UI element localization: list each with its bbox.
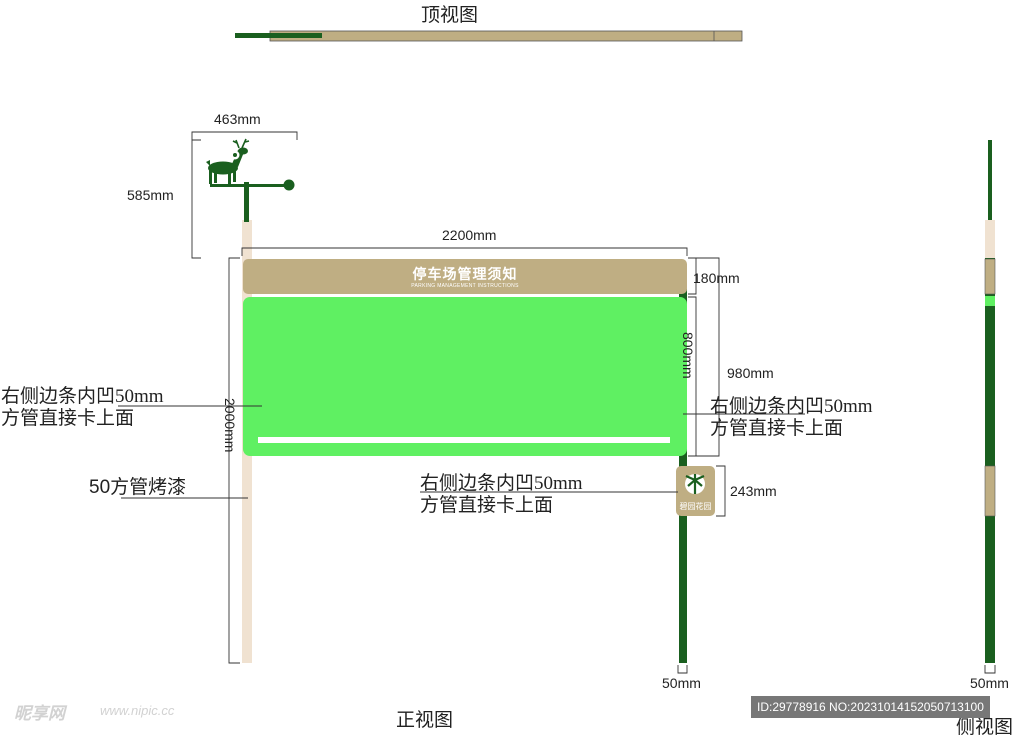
banner-title-en: PARKING MANAGEMENT INSTRUCTIONS — [411, 283, 519, 289]
dim-flag-width: 463mm — [214, 111, 261, 127]
note-right: 右侧边条内凹50mm 方管直接卡上面 — [710, 396, 873, 440]
front-view-title: 正视图 — [396, 710, 454, 731]
dim-panel-height: 800mm — [680, 332, 696, 417]
dim-post-width-side: 50mm — [970, 675, 1009, 691]
dim-post-width-front: 50mm — [662, 675, 701, 691]
flag-arm — [210, 184, 287, 192]
side-logo-edge — [984, 465, 996, 517]
side-panel-edge — [985, 296, 995, 306]
note-post-paint: 50方管烤漆 — [89, 477, 187, 498]
top-view-green-post — [235, 33, 322, 38]
note-left: 右侧边条内凹50mm 方管直接卡上面 — [1, 386, 164, 430]
banner-title-cn: 停车场管理须知 — [412, 266, 518, 282]
dim-panel-height-text: 800mm — [680, 332, 696, 379]
flag-pole — [244, 182, 249, 222]
side-view-drawing — [984, 140, 996, 663]
green-panel — [243, 297, 687, 456]
logo-text: 碧园花园 — [679, 502, 712, 511]
flag-ball — [283, 179, 295, 191]
palm-logo-icon — [685, 474, 705, 494]
banner-board — [243, 259, 687, 294]
dim-flag-height: 585mm — [127, 187, 174, 203]
panel-white-strip — [258, 437, 670, 443]
dim-logo-height: 243mm — [730, 483, 777, 499]
dimension-lines — [118, 131, 996, 674]
note-left-line2: 方管直接卡上面 — [1, 408, 135, 429]
side-banner-edge — [984, 258, 996, 295]
dim-post-height: 2000mm — [222, 398, 238, 454]
note-right-line2: 方管直接卡上面 — [710, 418, 844, 439]
top-view-drawing — [235, 30, 743, 42]
dim-post-height-text: 2000mm — [222, 398, 238, 453]
side-green-post — [985, 258, 995, 663]
note-mid-line1: 右侧边条内凹50mm — [420, 473, 583, 494]
side-pole-top — [988, 140, 992, 222]
dim-banner-height: 180mm — [693, 270, 740, 286]
side-cream-section — [985, 220, 995, 260]
dim-board-total: 980mm — [727, 365, 774, 381]
front-view-drawing — [206, 138, 715, 663]
note-mid: 右侧边条内凹50mm 方管直接卡上面 — [420, 473, 583, 517]
dim-board-width: 2200mm — [442, 227, 497, 243]
side-view-title: 侧视图 — [956, 717, 1014, 738]
flower-icon — [230, 150, 240, 160]
note-right-line1: 右侧边条内凹50mm — [710, 396, 873, 417]
note-left-line1: 右侧边条内凹50mm — [1, 386, 164, 407]
top-view-title: 顶视图 — [421, 5, 479, 26]
note-mid-line2: 方管直接卡上面 — [420, 495, 554, 516]
watermark-brand: 昵享网 — [14, 704, 65, 723]
top-view-tan-bar — [269, 30, 743, 42]
watermark-url: www.nipic.cc — [100, 703, 175, 718]
id-bar: ID:29778916 NO:20231014152050713100 — [751, 696, 990, 718]
deer-icon — [206, 138, 250, 184]
